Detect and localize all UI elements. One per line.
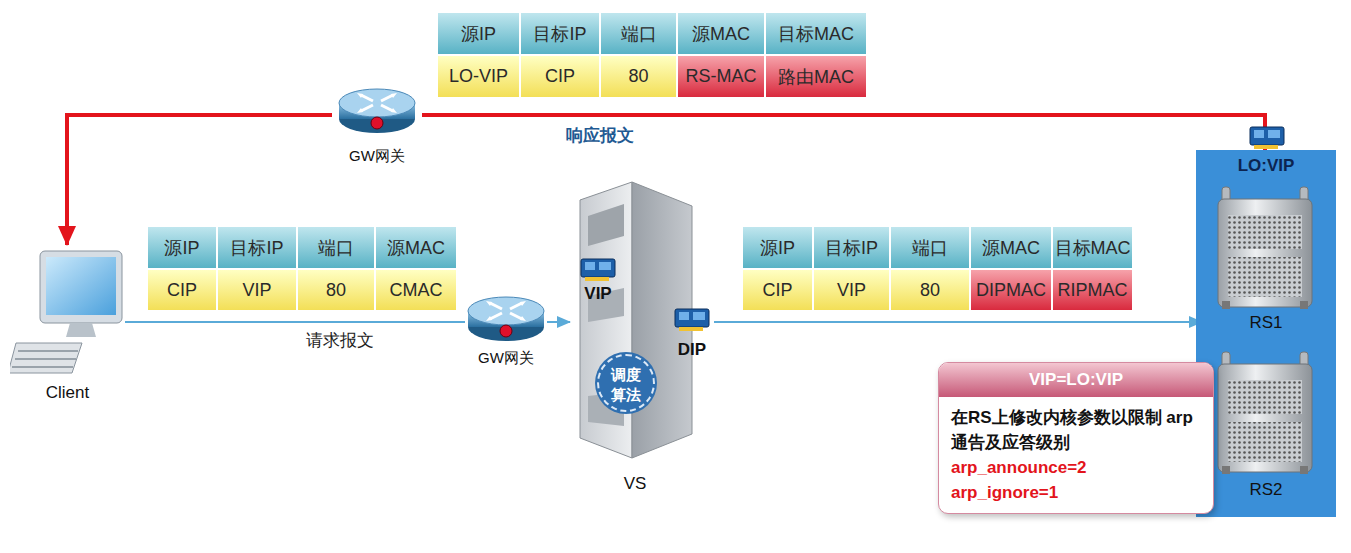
- node-text: VIP: [578, 284, 618, 304]
- table-header-cell: 目标MAC: [1052, 226, 1133, 269]
- algorithm-badge: 调度 算法: [597, 354, 655, 412]
- node-text: GW网关: [465, 349, 547, 368]
- table-cell: LO-VIP: [437, 55, 520, 98]
- table-header-cell: 目标IP: [813, 226, 890, 269]
- real-server-icon-art: [1202, 185, 1327, 310]
- node-text: RS1: [1202, 313, 1330, 333]
- real-server: RS1: [1202, 185, 1330, 337]
- table-header-cell: 目标IP: [217, 226, 297, 269]
- real-server: RS2: [1202, 350, 1330, 505]
- real-server-icon: [1202, 350, 1327, 475]
- nic-icon: [1248, 124, 1286, 150]
- nic-icon: [673, 306, 711, 332]
- router-icon-art: [337, 85, 417, 135]
- nic: DIP: [670, 306, 714, 362]
- director-server: VSVIPDIP调度 算法: [570, 176, 700, 501]
- router-icon: [466, 293, 546, 343]
- request-path: [714, 321, 1202, 323]
- table-header-cell: 端口: [600, 12, 677, 55]
- table-cell: 80: [297, 269, 375, 311]
- node-text: DIP: [670, 340, 714, 360]
- real-server-group: LO:VIP RS1RS2: [1196, 150, 1336, 517]
- table-header-cell: 源IP: [437, 12, 520, 55]
- table-cell: VIP: [813, 269, 890, 311]
- node-text: LO:VIP: [1196, 156, 1336, 176]
- node-text: arp_ignore=1: [939, 480, 1213, 513]
- node-text: Client: [10, 383, 125, 403]
- node-text: VIP=LO:VIP: [939, 363, 1213, 397]
- node-text: 调度 算法: [608, 365, 644, 405]
- table-cell: RS-MAC: [677, 55, 765, 98]
- node-text: arp_announce=2: [939, 455, 1213, 480]
- request-path: [125, 321, 465, 323]
- table-header-cell: 目标MAC: [765, 12, 867, 55]
- client-pc-icon: [10, 245, 130, 377]
- table-cell: 80: [890, 269, 970, 311]
- nic-icon-art: [673, 306, 711, 332]
- edge-label: 请求报文: [303, 329, 377, 352]
- node-text: 在RS上修改内核参数以限制 arp通告及应答级别: [939, 397, 1213, 455]
- request-path: [547, 321, 570, 323]
- client-pc: Client: [10, 245, 125, 405]
- table-cell: RIPMAC: [1052, 269, 1133, 311]
- table-header-cell: 端口: [297, 226, 375, 269]
- nic-icon-art: [579, 256, 617, 282]
- table-header-cell: 源MAC: [677, 12, 765, 55]
- nic: VIP: [578, 256, 618, 308]
- table-header-cell: 源MAC: [375, 226, 457, 269]
- node-text: GW网关: [332, 147, 422, 166]
- client-pc-icon-art: [10, 245, 130, 377]
- node-text: VS: [570, 474, 700, 494]
- router-icon-art: [466, 293, 546, 343]
- table-header-cell: 端口: [890, 226, 970, 269]
- router: GW网关: [465, 293, 547, 375]
- response-path: [422, 115, 1265, 150]
- router: GW网关: [332, 85, 422, 170]
- table-cell: CMAC: [375, 269, 457, 311]
- real-server-icon-art: [1202, 350, 1327, 475]
- real-server-icon: [1202, 185, 1327, 310]
- table-cell: CIP: [147, 269, 217, 311]
- table-cell: CIP: [742, 269, 813, 311]
- router-icon: [337, 85, 417, 135]
- note-callout: VIP=LO:VIP在RS上修改内核参数以限制 arp通告及应答级别arp_an…: [938, 362, 1214, 514]
- table-header-cell: 源MAC: [970, 226, 1052, 269]
- table-cell: DIPMAC: [970, 269, 1052, 311]
- nic-icon: [579, 256, 617, 282]
- table-cell: CIP: [520, 55, 600, 98]
- table-cell: VIP: [217, 269, 297, 311]
- edge-label: 响应报文: [563, 124, 637, 147]
- table-header-cell: 源IP: [742, 226, 813, 269]
- table-cell: 80: [600, 55, 677, 98]
- table-header-cell: 源IP: [147, 226, 217, 269]
- table-header-cell: 目标IP: [520, 12, 600, 55]
- node-text: RS2: [1202, 480, 1330, 500]
- table-cell: 路由MAC: [765, 55, 867, 98]
